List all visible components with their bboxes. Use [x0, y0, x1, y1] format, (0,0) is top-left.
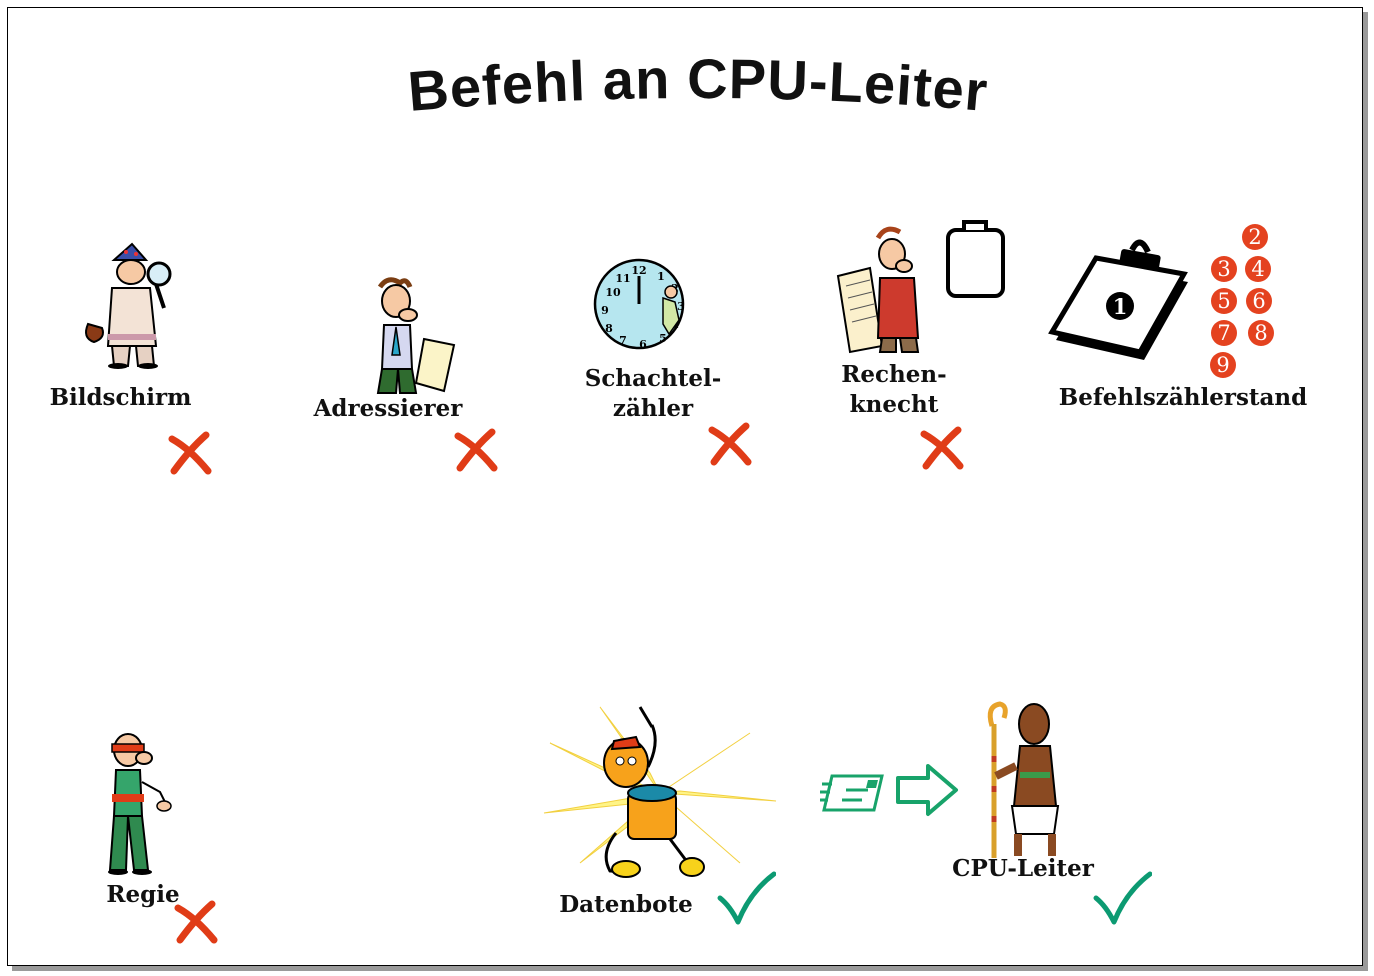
- leader-with-staff-icon: [972, 696, 1072, 861]
- title-text: Befehl an CPU-Leiter: [406, 47, 990, 123]
- slide-title: Befehl an CPU-Leiter: [348, 47, 1048, 128]
- label-adressierer: Adressierer: [313, 395, 463, 422]
- arrow-right-icon: [894, 762, 960, 818]
- counter-badge: 9: [1210, 352, 1236, 378]
- counter-badge: 3: [1211, 256, 1237, 282]
- counter-badge: 7: [1211, 320, 1237, 346]
- label-befehlszaehlerstand: Befehlszählerstand: [1058, 384, 1308, 411]
- counter-badge: 6: [1246, 288, 1272, 314]
- clipboard-icon: 1: [1048, 230, 1198, 362]
- slide: Befehl an CPU-Leiter Bildschirm: [7, 7, 1363, 966]
- counter-badge: 4: [1245, 256, 1271, 282]
- check-icon: [1092, 870, 1152, 926]
- svg-text:3: 3: [677, 300, 685, 313]
- cross-icon: [920, 426, 964, 470]
- svg-text:6: 6: [639, 338, 647, 351]
- label-bildschirm: Bildschirm: [49, 384, 192, 411]
- label-cpu-leiter: CPU-Leiter: [952, 855, 1094, 882]
- counter-badge: 8: [1248, 320, 1274, 346]
- man-with-scroll-icon: [830, 220, 1010, 355]
- label-schachtelzaehler-1: Schachtel-: [584, 365, 722, 392]
- counter-badge: 2: [1242, 224, 1268, 250]
- svg-text:1: 1: [1113, 294, 1128, 319]
- man-with-paper-icon: [348, 273, 458, 398]
- label-datenbote: Datenbote: [559, 891, 693, 918]
- svg-text:Befehl an CPU-Leiter: Befehl an CPU-Leiter: [406, 47, 991, 123]
- label-schachtelzaehler-2: zähler: [612, 395, 694, 422]
- mail-icon: [820, 770, 884, 814]
- cross-icon: [708, 422, 752, 466]
- cross-icon: [168, 431, 212, 475]
- blindfolded-man-icon: [96, 726, 181, 876]
- detective-magnifier-icon: [74, 238, 179, 369]
- label-rechenknecht-2: knecht: [849, 391, 939, 418]
- check-icon: [716, 870, 776, 926]
- svg-text:12: 12: [631, 264, 646, 277]
- clipboard-main-number: ❶: [1100, 290, 1140, 320]
- running-courier-icon: [540, 703, 780, 883]
- svg-text:11: 11: [615, 272, 630, 285]
- cross-icon: [454, 428, 498, 472]
- svg-text:1: 1: [657, 270, 665, 283]
- cross-icon: [174, 900, 218, 944]
- svg-text:10: 10: [605, 286, 621, 299]
- label-rechenknecht-1: Rechen-: [841, 361, 947, 388]
- svg-text:5: 5: [659, 332, 667, 345]
- svg-text:8: 8: [605, 322, 613, 335]
- counter-badge: 5: [1211, 288, 1237, 314]
- label-regie: Regie: [106, 881, 180, 908]
- svg-text:9: 9: [601, 304, 609, 317]
- svg-text:7: 7: [619, 334, 627, 347]
